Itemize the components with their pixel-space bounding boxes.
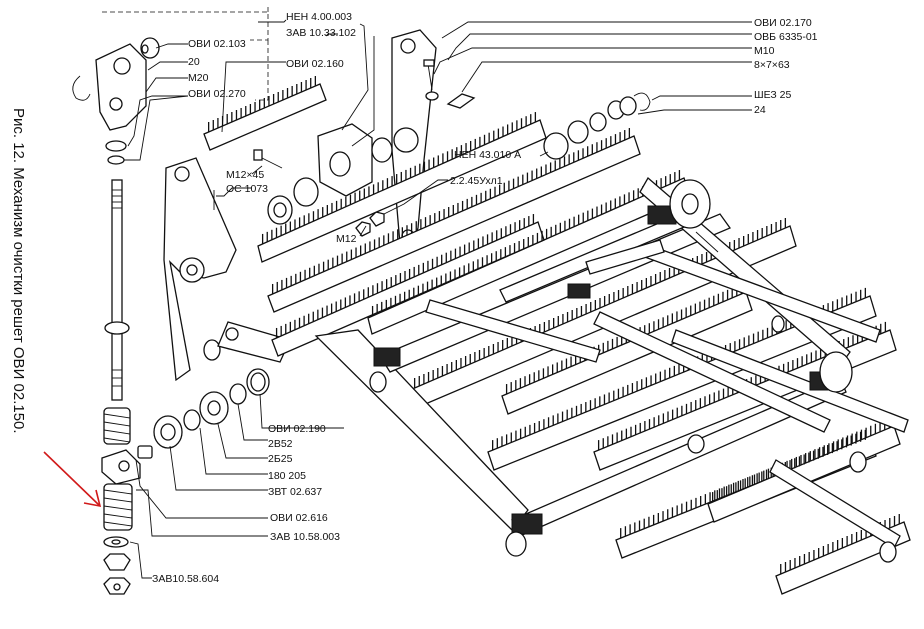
left-exploded-column	[72, 37, 160, 595]
label-m12x45: M12×45	[226, 169, 264, 181]
rake-teeth	[207, 76, 900, 574]
label-m20: M20	[188, 72, 209, 84]
label-zav-10-58-003: ЗАВ 10.58.003	[270, 531, 340, 543]
label-zvt-02-637: ЗВТ 02.637	[268, 486, 322, 498]
label-24: 24	[754, 104, 766, 116]
label-2b25: 2Б25	[268, 453, 293, 465]
label-ovb-6335-01: ОВБ 6335-01	[754, 31, 818, 43]
left-rocker-arm	[163, 157, 291, 382]
label-ovi-02-170: ОВИ 02.170	[754, 17, 812, 29]
label-nen-43-010-a: НЕН 43.010 А	[454, 149, 521, 161]
rake-bars	[203, 83, 911, 595]
label-20: 20	[188, 56, 200, 68]
sieve-frame	[314, 176, 909, 563]
label-ovi-02-270: ОВИ 02.270	[188, 88, 246, 100]
leader-lines	[124, 19, 752, 579]
label-ovi-02-190: ОВИ 02.190	[268, 423, 326, 435]
label-zav-10-58-604: ЗАВ10.58.604	[152, 573, 219, 585]
label-2v52: 2В52	[268, 438, 293, 450]
label-key-8x7x63: 8×7×63	[754, 59, 790, 71]
red-pointer-arrow-icon	[43, 451, 102, 508]
label-os-1073: ОС 1073	[226, 183, 268, 195]
label-zav-10-33-102: ЗАВ 10.33.102	[286, 27, 356, 39]
label-pin-2-2-45: 2.2.45Ухл1	[450, 175, 503, 187]
label-ovi-02-616: ОВИ 02.616	[270, 512, 328, 524]
part-labels: ОВИ 02.103 20 M20 ОВИ 02.270 ОВИ 02.160 …	[152, 11, 818, 585]
label-180-205: 180 205	[268, 470, 306, 482]
label-ovi-02-160: ОВИ 02.160	[286, 58, 344, 70]
label-nen-4-00-003: НЕН 4.00.003	[286, 11, 352, 23]
label-shez-25: ШЕЗ 25	[754, 89, 791, 101]
label-m12: M12	[336, 233, 357, 245]
figure-caption: Рис. 12. Механизм очистки решет ОВИ 02.1…	[10, 108, 27, 434]
label-ovi-02-103: ОВИ 02.103	[188, 38, 246, 50]
label-m10: M10	[754, 45, 775, 57]
